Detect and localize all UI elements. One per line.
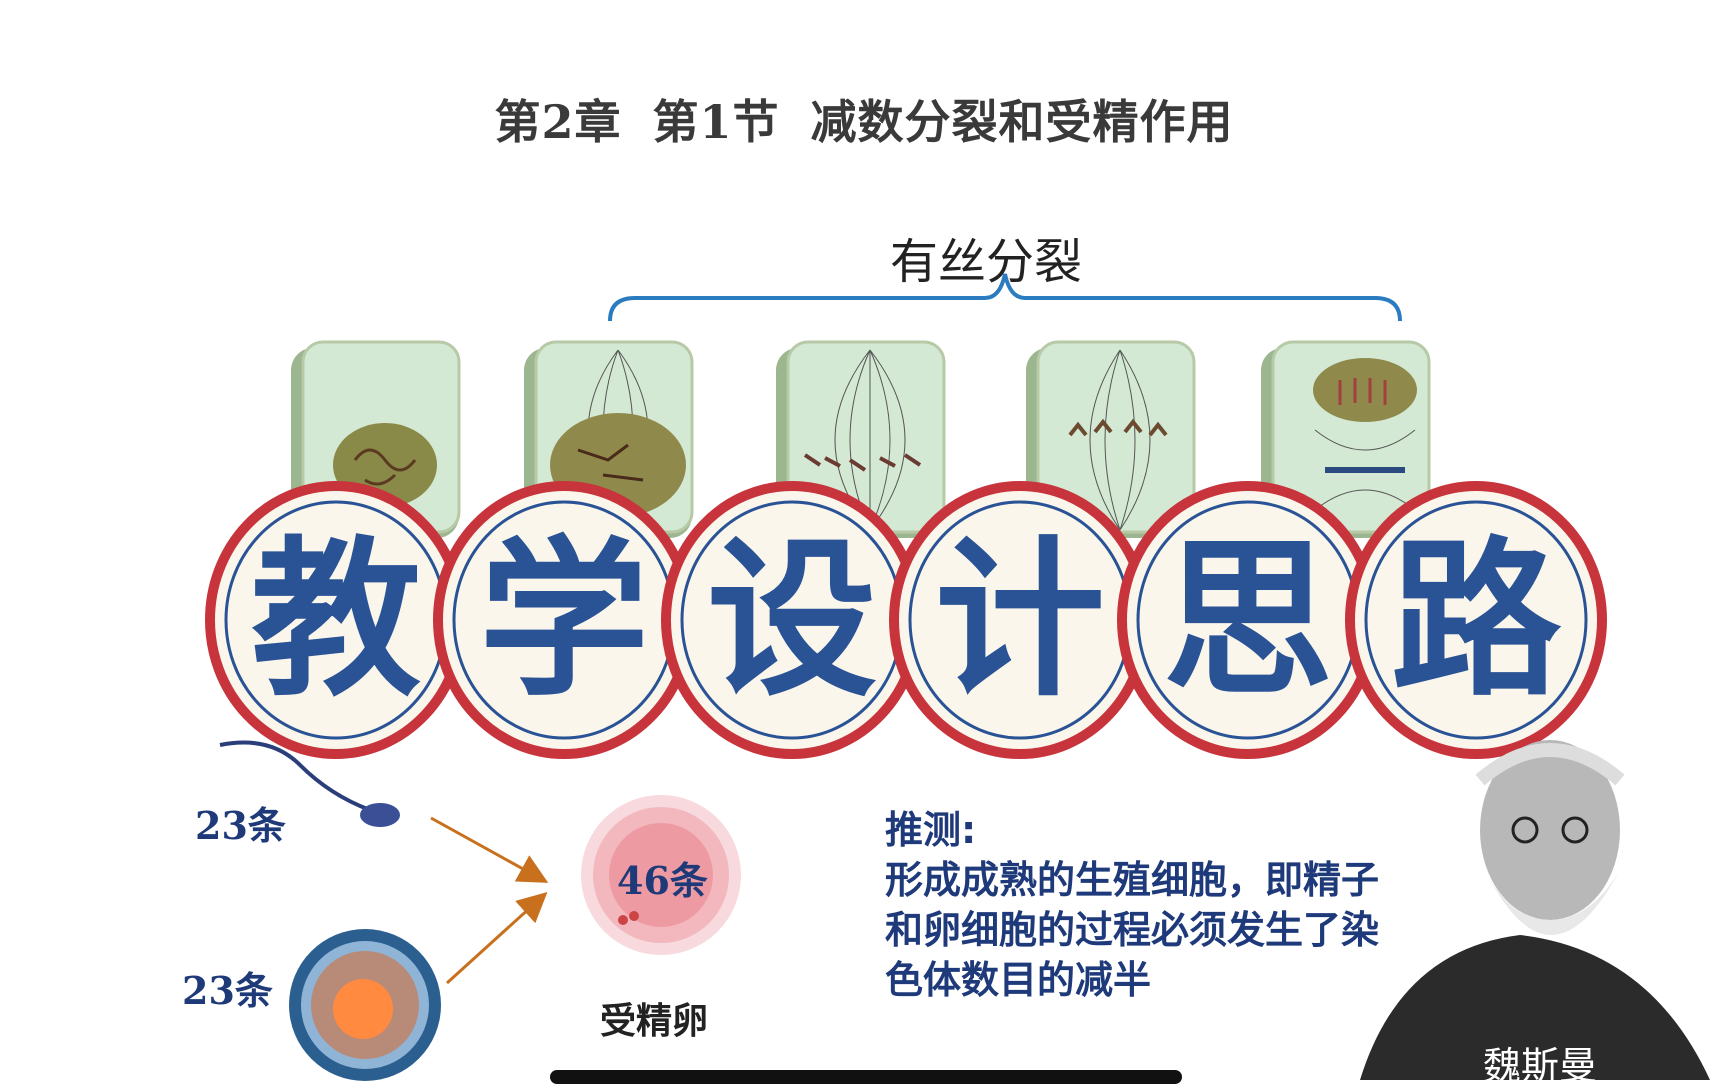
hypothesis-block: 推测: 形成成熟的生殖细胞，即精子 和卵细胞的过程必须发生了染 色体数目的减半	[885, 805, 1445, 1005]
cell-anaphase	[1026, 340, 1196, 538]
banner-circle-6	[1345, 481, 1607, 759]
banner-circle-1	[205, 481, 467, 759]
portrait-image	[1360, 740, 1710, 1080]
hypothesis-line-3: 色体数目的减半	[885, 958, 1152, 1002]
banner-char-4: 计	[934, 520, 1105, 720]
zygote-count: 46条	[617, 858, 708, 903]
mitosis-label: 有丝分裂	[890, 234, 1083, 290]
egg-count: 23条	[182, 968, 273, 1013]
sperm-count: 23条	[195, 803, 286, 848]
page-title: 第2章 第1节 减数分裂和受精作用	[494, 95, 1234, 149]
banner-char-6: 路	[1390, 520, 1561, 720]
mitosis-brace	[608, 273, 1402, 322]
hypothesis-heading: 推测:	[885, 808, 977, 852]
bottom-bar	[550, 1070, 1182, 1084]
portrait-name: 魏斯曼	[1483, 1044, 1598, 1088]
banner-char-1: 教	[250, 520, 421, 720]
zygote-image	[581, 795, 741, 955]
cell-metaphase	[776, 340, 946, 538]
banner-char-5: 思	[1162, 520, 1333, 720]
hypothesis-line-2: 和卵细胞的过程必须发生了染	[885, 908, 1380, 952]
egg-image	[289, 929, 441, 1081]
hypothesis-line-1: 形成成熟的生殖细胞，即精子	[885, 858, 1380, 902]
zygote-label: 受精卵	[600, 1001, 709, 1042]
cell-telophase	[1261, 340, 1431, 538]
banner-char-2: 学	[478, 520, 649, 720]
sperm-image	[219, 740, 400, 827]
fertilization-arrows	[430, 816, 549, 985]
banner-char-3: 设	[706, 520, 877, 720]
